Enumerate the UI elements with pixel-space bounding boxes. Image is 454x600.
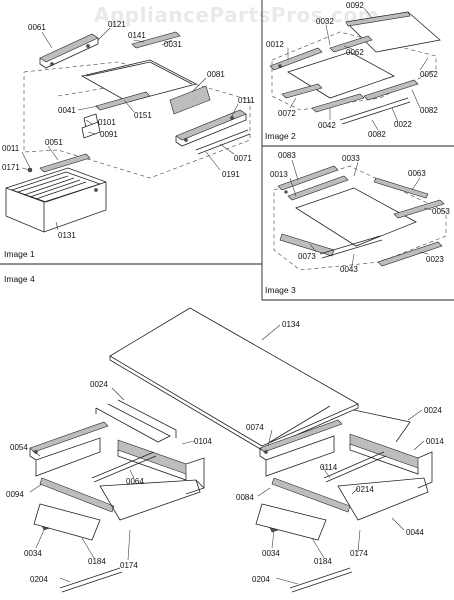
part-label: 0111 xyxy=(238,96,255,105)
part-label: 0011 xyxy=(2,144,20,153)
part-label: 0023 xyxy=(426,255,444,264)
part-label: 0171 xyxy=(2,163,20,172)
image3-drawing xyxy=(273,165,447,271)
image2-drawing xyxy=(269,11,441,125)
part-label: 0131 xyxy=(58,231,76,240)
part-label: 0032 xyxy=(316,17,334,26)
part-label: 0012 xyxy=(266,40,284,49)
part-label: 0073 xyxy=(298,252,316,261)
part-label: 0064 xyxy=(126,477,144,486)
image2-caption: Image 2 xyxy=(265,131,296,141)
part-label: 0024 xyxy=(424,406,442,415)
part-label: 0082 xyxy=(420,106,438,115)
image1-labels: 0061 0121 0141 0031 0081 0041 0151 0101 … xyxy=(2,20,255,240)
image4-leaders xyxy=(29,324,425,585)
image4-labels: 0134 0024 0104 0054 0094 0064 0034 0184 … xyxy=(6,320,444,584)
part-label: 0061 xyxy=(28,23,46,32)
watermark: AppliancePartsPros.com xyxy=(94,3,379,27)
part-label: 0184 xyxy=(314,557,332,566)
image3-leaders xyxy=(289,159,433,267)
image3-caption: Image 3 xyxy=(265,285,296,295)
part-label: 0013 xyxy=(270,170,288,179)
part-label: 0174 xyxy=(120,561,138,570)
part-label: 0052 xyxy=(420,70,438,79)
part-label: 0071 xyxy=(234,154,252,163)
image2-labels: 0092 0012 0032 0062 0052 0072 0042 0082 … xyxy=(266,1,438,139)
part-label: 0134 xyxy=(282,320,300,329)
part-label: 0014 xyxy=(426,437,444,446)
part-label: 0091 xyxy=(100,130,118,139)
image3-labels: 0083 0033 0063 0013 0053 0073 0043 0023 xyxy=(270,151,450,274)
part-label: 0043 xyxy=(340,265,358,274)
panel-frames xyxy=(0,0,454,301)
part-label: 0082 xyxy=(368,130,386,139)
image4-drawing xyxy=(29,307,433,593)
part-label: 0092 xyxy=(346,1,364,10)
part-label: 0204 xyxy=(30,575,48,584)
part-label: 0083 xyxy=(278,151,296,160)
part-label: 0024 xyxy=(90,380,108,389)
image4-caption: Image 4 xyxy=(4,274,35,284)
part-label: 0022 xyxy=(394,120,412,129)
part-label: 0034 xyxy=(262,549,280,558)
image1-caption: Image 1 xyxy=(4,249,35,259)
part-label: 0141 xyxy=(128,31,146,40)
part-label: 0214 xyxy=(356,485,374,494)
part-label: 0054 xyxy=(10,443,28,452)
part-label: 0081 xyxy=(207,70,225,79)
part-label: 0101 xyxy=(98,118,116,127)
part-label: 0204 xyxy=(252,575,270,584)
part-label: 0033 xyxy=(342,154,360,163)
part-label: 0121 xyxy=(108,20,126,29)
part-label: 0062 xyxy=(346,48,364,57)
part-label: 0051 xyxy=(45,138,63,147)
part-label: 0053 xyxy=(432,207,450,216)
part-label: 0084 xyxy=(236,493,254,502)
image1-leaders xyxy=(21,27,239,231)
part-label: 0104 xyxy=(194,437,212,446)
part-label: 0114 xyxy=(320,463,338,472)
part-label: 0063 xyxy=(408,169,426,178)
part-label: 0074 xyxy=(246,423,264,432)
part-label: 0044 xyxy=(406,528,424,537)
image2-leaders xyxy=(287,7,429,131)
part-label: 0184 xyxy=(88,557,106,566)
part-label: 0034 xyxy=(24,549,42,558)
part-label: 0191 xyxy=(222,170,240,179)
part-label: 0174 xyxy=(350,549,368,558)
part-label: 0094 xyxy=(6,490,24,499)
part-label: 0151 xyxy=(134,111,152,120)
part-label: 0072 xyxy=(278,109,296,118)
part-label: 0031 xyxy=(164,40,182,49)
part-label: 0041 xyxy=(58,106,76,115)
part-label: 0042 xyxy=(318,121,336,130)
image1-drawing xyxy=(5,31,251,233)
